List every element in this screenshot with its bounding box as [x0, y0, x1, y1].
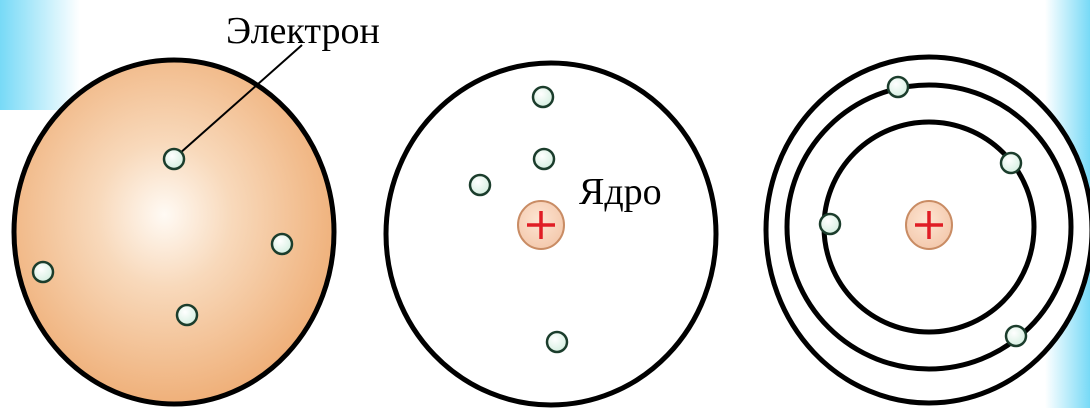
nucleus — [517, 200, 565, 250]
electron — [886, 75, 910, 99]
electron — [270, 232, 294, 256]
electron — [175, 303, 199, 327]
nucleus — [905, 200, 953, 250]
electron — [162, 147, 186, 171]
thomson-model — [11, 44, 337, 407]
nucleus-label: Ядро — [579, 171, 662, 213]
electron — [532, 147, 556, 171]
outer-orbit — [784, 82, 1074, 372]
plus-sign-icon — [915, 211, 943, 239]
electron — [468, 173, 492, 197]
electron — [999, 151, 1023, 175]
electron — [31, 260, 55, 284]
thomson-sphere — [11, 57, 337, 407]
background-glow-top-left — [0, 0, 80, 110]
electron-pointer-line — [178, 44, 303, 155]
planetary-model — [763, 54, 1090, 406]
electron — [531, 85, 555, 109]
electron — [545, 330, 569, 354]
nuclear-model — [383, 60, 719, 408]
plus-sign-icon — [527, 211, 555, 239]
electron-label: Электрон — [226, 10, 380, 52]
electron — [818, 212, 842, 236]
electron — [1004, 324, 1028, 348]
